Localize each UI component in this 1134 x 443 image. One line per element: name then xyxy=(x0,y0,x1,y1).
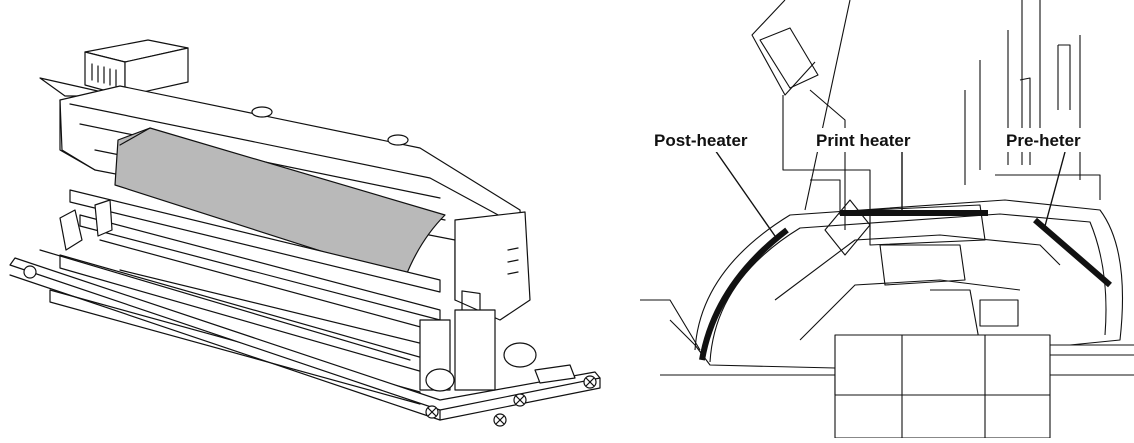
printer-drawing xyxy=(9,39,601,427)
pre-heater-leader xyxy=(1044,151,1066,227)
cross-section-drawing: Post-heater Print heater Pre-heter xyxy=(640,0,1134,439)
heater-cross-section-diagram: Post-heater Print heater Pre-heter xyxy=(640,0,1134,439)
post-heater-label: Post-heater xyxy=(654,131,748,150)
rollers xyxy=(49,189,451,405)
post-heater-bar xyxy=(699,227,789,361)
lower-supports xyxy=(834,334,1134,439)
print-heater-label: Print heater xyxy=(816,131,911,150)
base-frame xyxy=(9,249,601,427)
upper-mechanism xyxy=(751,0,1101,235)
printer-overview-illustration xyxy=(9,39,601,427)
pre-heater-bar xyxy=(1033,217,1112,288)
ink-cartridge-box xyxy=(84,39,189,97)
platen-housing xyxy=(640,199,1124,395)
take-up-unit xyxy=(59,199,576,392)
post-heater-leader xyxy=(714,149,776,237)
pre-heater-label: Pre-heter xyxy=(1006,131,1081,150)
